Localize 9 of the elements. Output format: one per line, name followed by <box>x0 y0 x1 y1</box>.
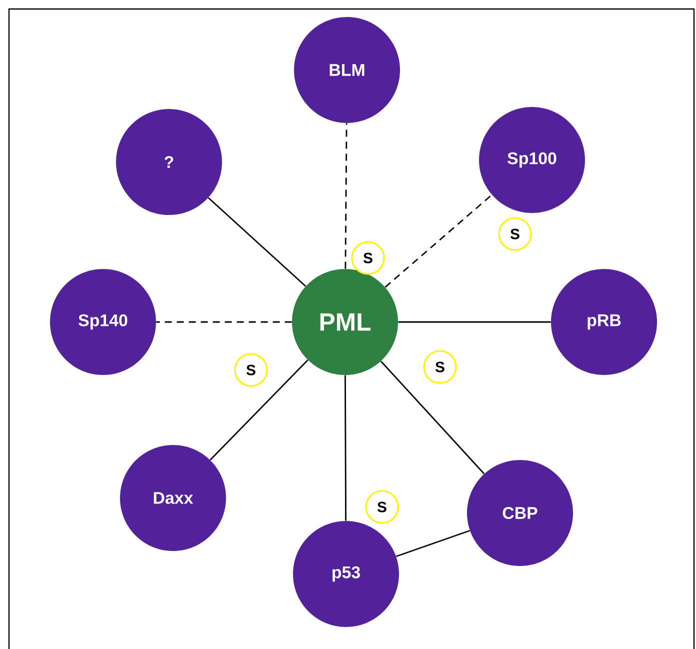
connector-line <box>384 194 492 288</box>
connector-line <box>396 530 470 558</box>
connector-line <box>208 197 306 287</box>
connector-line <box>344 375 346 521</box>
connector-line <box>210 360 308 460</box>
connector-line <box>380 360 485 474</box>
connector-line <box>344 123 348 269</box>
connector-line <box>156 321 292 323</box>
connector-line <box>398 321 551 323</box>
